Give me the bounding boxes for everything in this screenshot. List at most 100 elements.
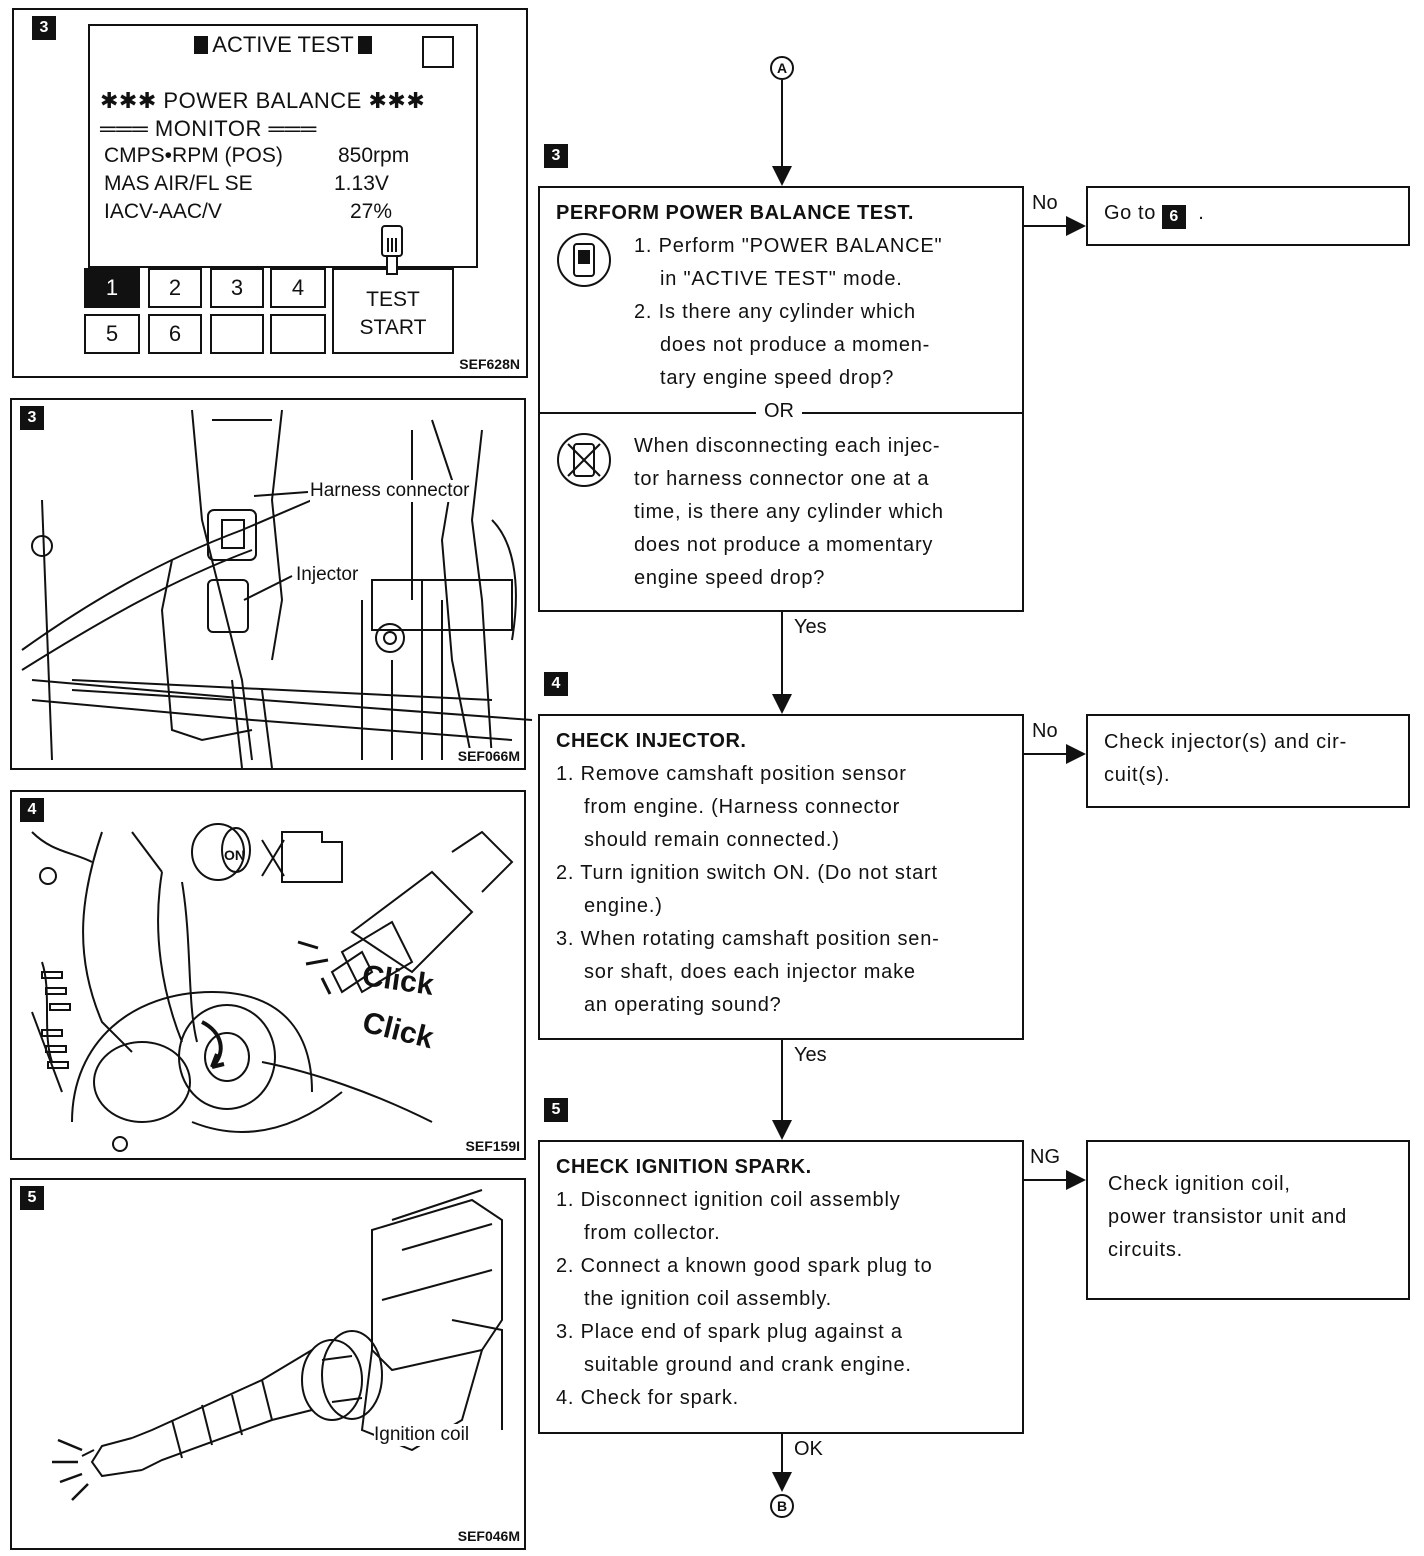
step4-item: engine.) xyxy=(584,895,663,917)
step5-item: suitable ground and crank engine. xyxy=(584,1354,912,1376)
step5-title: CHECK IGNITION SPARK. xyxy=(556,1156,812,1178)
step3-item: 2. Is there any cylinder which xyxy=(634,301,916,323)
connector-b: B xyxy=(770,1494,794,1518)
cylinder-key-1[interactable]: 1 xyxy=(84,268,140,308)
screen-corner-box xyxy=(422,36,454,68)
injector-harness-figure: 3 xyxy=(10,398,533,770)
step-badge: 3 xyxy=(544,144,568,168)
step4-item: 2. Turn ignition switch ON. (Do not star… xyxy=(556,862,938,884)
connector-a: A xyxy=(770,56,794,80)
injector-label: Injector xyxy=(296,564,359,586)
step-badge: 3 xyxy=(20,406,44,430)
branch-label-ok: OK xyxy=(794,1438,823,1460)
screen-row-value: 850rpm xyxy=(338,144,410,167)
consult-display: ACTIVE TEST ✱✱✱ POWER BALANCE ✱✱✱ ═══ MO… xyxy=(88,24,478,268)
step3-box: PERFORM POWER BALANCE TEST. 1. Perform "… xyxy=(538,186,1024,612)
step-badge: 5 xyxy=(20,1186,44,1210)
ignition-coil-spark-plug-illustration xyxy=(52,1189,503,1501)
test-start-line: TEST xyxy=(366,288,420,311)
cylinder-key-3[interactable]: 3 xyxy=(210,268,264,308)
step4-item: 3. When rotating camshaft position sen- xyxy=(556,928,940,950)
step3-item: does not produce a momen- xyxy=(660,334,931,356)
consult-tool-icon xyxy=(557,233,611,287)
step3-title: PERFORM POWER BALANCE TEST. xyxy=(556,202,914,224)
step4-item: an operating sound? xyxy=(584,994,782,1016)
blank-key[interactable] xyxy=(210,314,264,354)
ignition-coil-label: Ignition coil xyxy=(374,1424,470,1446)
step5-item: 3. Place end of spark plug against a xyxy=(556,1321,903,1343)
blank-key[interactable] xyxy=(270,314,326,354)
disconnect-connector-icon xyxy=(557,433,611,487)
step-badge: 4 xyxy=(20,798,44,822)
branch-label-ng: NG xyxy=(1030,1146,1060,1168)
step3-alt: engine speed drop? xyxy=(634,567,826,589)
step3-item: 1. Perform "POWER BALANCE" xyxy=(634,235,943,257)
engine-illustration xyxy=(21,409,533,769)
result-line: Check ignition coil, xyxy=(1108,1173,1291,1195)
figure-code: SEF046M xyxy=(457,1528,520,1544)
connector-a-label: A xyxy=(776,60,788,76)
step4-no-result: Check injector(s) and cir- cuit(s). xyxy=(1086,714,1410,808)
step4-item: sor shaft, does each injector make xyxy=(584,961,916,983)
step3-alt: does not produce a momentary xyxy=(634,534,934,556)
goto-tail: . xyxy=(1198,202,1205,224)
cylinder-key-5[interactable]: 5 xyxy=(84,314,140,354)
screen-title-row: ACTIVE TEST xyxy=(90,32,476,58)
step4-item: from engine. (Harness connector xyxy=(584,796,901,818)
step3-alt: When disconnecting each injec- xyxy=(634,435,941,457)
step-badge: 5 xyxy=(544,1098,568,1122)
step3-item: tary engine speed drop? xyxy=(660,367,895,389)
test-start-button[interactable]: TEST START xyxy=(332,268,454,354)
step5-ng-result: Check ignition coil, power transistor un… xyxy=(1086,1140,1410,1300)
screen-row-value: 1.13V xyxy=(334,172,389,195)
result-line: cuit(s). xyxy=(1104,764,1171,786)
harness-connector-label: Harness connector xyxy=(310,480,470,502)
stylus-pointer-icon xyxy=(381,225,403,275)
hand-rotating-sensor-illustration: ON xyxy=(31,823,514,1152)
result-line: circuits. xyxy=(1108,1239,1183,1261)
branch-label-no: No xyxy=(1032,720,1058,742)
connector-b-label: B xyxy=(776,1498,788,1514)
step3-alt: tor harness connector one at a xyxy=(634,468,930,490)
result-line: power transistor unit and xyxy=(1108,1206,1348,1228)
screen-line-monitor: ═══ MONITOR ═══ xyxy=(100,116,317,141)
consult-screen-figure: 3 ACTIVE TEST ✱✱✱ POWER BALANCE ✱✱✱ ═══ … xyxy=(12,8,528,378)
figure-code: SEF159I xyxy=(465,1138,520,1154)
step5-item: from collector. xyxy=(584,1222,721,1244)
step4-item: 1. Remove camshaft position sensor xyxy=(556,763,907,785)
step-badge: 4 xyxy=(544,672,568,696)
or-label: OR xyxy=(756,400,802,423)
goto-step-badge: 6 xyxy=(1162,205,1187,229)
screen-row-value: 27% xyxy=(350,200,393,223)
step5-item: 4. Check for spark. xyxy=(556,1387,740,1409)
screen-line-power-balance: ✱✱✱ POWER BALANCE ✱✱✱ xyxy=(100,88,426,113)
cylinder-key-6[interactable]: 6 xyxy=(148,314,202,354)
figure-code: SEF066M xyxy=(457,748,520,764)
step3-alt: time, is there any cylinder which xyxy=(634,501,944,523)
goto-text: Go to xyxy=(1104,202,1156,224)
step3-no-result: Go to 6 . xyxy=(1086,186,1410,246)
step3-item: in "ACTIVE TEST" mode. xyxy=(660,268,903,290)
branch-label-yes: Yes xyxy=(794,1044,827,1066)
goto-row: Go to 6 . xyxy=(1104,202,1204,229)
screen-title: ACTIVE TEST xyxy=(212,32,354,57)
step5-item: 2. Connect a known good spark plug to xyxy=(556,1255,933,1277)
screen-row-label: IACV-AAC/V xyxy=(104,200,222,223)
step5-box: CHECK IGNITION SPARK. 1. Disconnect igni… xyxy=(538,1140,1024,1434)
test-start-line: START xyxy=(359,316,427,339)
camshaft-sensor-figure: 4 xyxy=(10,790,526,1160)
cylinder-key-2[interactable]: 2 xyxy=(148,268,202,308)
result-line: Check injector(s) and cir- xyxy=(1104,731,1348,753)
cylinder-key-4[interactable]: 4 xyxy=(270,268,326,308)
step4-box: CHECK INJECTOR. 1. Remove camshaft posit… xyxy=(538,714,1024,1040)
branch-label-yes: Yes xyxy=(794,616,827,638)
figure-code: SEF628N xyxy=(459,356,520,372)
screen-row-label: MAS AIR/FL SE xyxy=(104,172,253,195)
screen-row-label: CMPS•RPM (POS) xyxy=(104,144,283,167)
step-badge: 3 xyxy=(32,16,56,40)
step5-item: the ignition coil assembly. xyxy=(584,1288,833,1310)
step5-item: 1. Disconnect ignition coil assembly xyxy=(556,1189,901,1211)
branch-label-no: No xyxy=(1032,192,1058,214)
step4-item: should remain connected.) xyxy=(584,829,840,851)
